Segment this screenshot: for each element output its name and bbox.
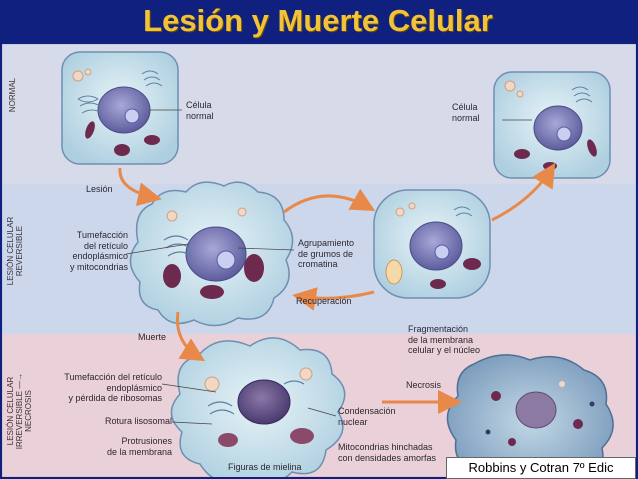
credit-box: Robbins y Cotran 7º Edic [446, 457, 636, 479]
normal-cell-right [493, 71, 611, 179]
label-fragmentacion: Fragmentación de la membrana celular y e… [408, 324, 481, 355]
label-agrupamiento: Agrupamiento de grumos de cromatina [298, 238, 355, 269]
label-lesion: Lesión [86, 184, 113, 194]
label-celula-normal-right: Célula normal [452, 102, 480, 123]
label-figuras: Figuras de mielina [228, 462, 302, 472]
arrow-forward [283, 188, 376, 214]
label-rotura: Rotura lisosomal [104, 416, 172, 426]
label-condensacion: Condensación nuclear [338, 406, 396, 427]
cell-injury-illustration [2, 44, 636, 477]
label-recuperacion: Recuperación [296, 296, 352, 306]
slide-title: Lesión y Muerte Celular [143, 3, 493, 38]
normal-cell-left [61, 51, 182, 165]
side-label-reversible: LESIÓN CELULAR REVERSIBLE [6, 216, 24, 286]
arrow-to-normal [491, 162, 556, 222]
irreversible-cell [161, 337, 346, 477]
diagram-panel: NORMAL LESIÓN CELULAR REVERSIBLE LESIÓN … [2, 44, 636, 477]
label-tumefaccion-reticulo: Tumefacción del retículo endoplásmico y … [69, 230, 128, 272]
label-tumefaccion-ribosomas: Tumefacción del retículo endoplásmico y … [64, 372, 162, 403]
arrow-death [175, 311, 206, 362]
side-label-irreversible: LESIÓN CELULAR IRREVERSIBLE —→ NECROSIS [6, 372, 33, 450]
band-reversible [2, 184, 636, 334]
label-necrosis: Necrosis [406, 380, 442, 390]
arrow-lesion [118, 167, 162, 207]
reversible-cell-right [373, 189, 491, 299]
reversible-cell-left [125, 181, 295, 327]
label-celula-normal-left: Célula normal [186, 100, 214, 121]
arrow-recovery [292, 287, 375, 311]
necrotic-cell [446, 354, 614, 477]
label-protrusiones: Protrusiones de la membrana [106, 436, 172, 457]
label-mitocondrias-hinchadas: Mitocondrias hinchadas con densidades am… [338, 442, 437, 463]
label-muerte: Muerte [138, 332, 167, 342]
side-label-normal: NORMAL [8, 77, 17, 113]
